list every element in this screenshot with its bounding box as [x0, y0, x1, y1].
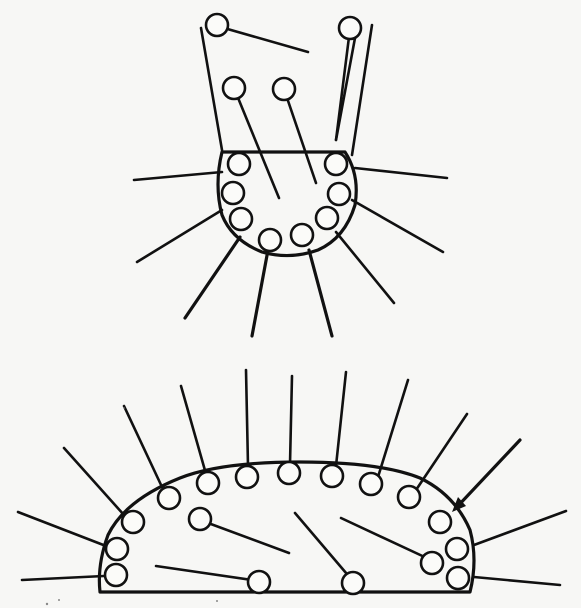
top-micelle-structure [134, 14, 447, 336]
bottom-hemimicelle-structure [18, 370, 566, 594]
top-left-wall [201, 28, 222, 150]
bottom-free-molecules [156, 508, 443, 594]
top-outer-tails [134, 168, 447, 336]
